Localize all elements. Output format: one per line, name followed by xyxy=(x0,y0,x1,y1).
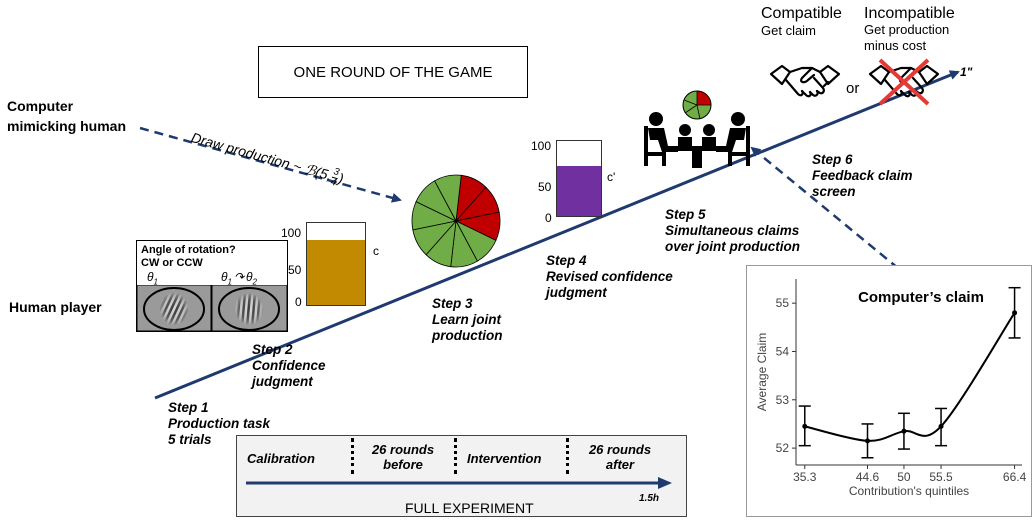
cup1-label: c xyxy=(373,244,379,258)
y-axis-label: Average Claim xyxy=(755,333,769,411)
full-experiment-label: FULL EXPERIMENT xyxy=(405,500,534,516)
phase-intervention: Intervention xyxy=(467,451,542,466)
handshake-icon xyxy=(769,64,841,98)
one-second-label: 1" xyxy=(960,65,973,79)
cup2-label: c' xyxy=(607,170,616,184)
cup2-tick-100: 100 xyxy=(531,139,552,153)
data-point xyxy=(802,423,808,429)
phase-calibration: Calibration xyxy=(247,451,315,466)
compatible-sub: Get claim xyxy=(761,23,816,38)
x-tick-label: 44.6 xyxy=(856,470,880,484)
x-tick-label: 35.3 xyxy=(793,470,817,484)
data-point xyxy=(1012,310,1018,316)
phase-divider-2 xyxy=(454,438,457,474)
experiment-duration: 1.5h xyxy=(639,493,660,504)
incompatible-title: Incompatible xyxy=(864,5,955,22)
theta-label-right: θ1↷θ2 xyxy=(221,270,257,287)
computer-claim-chart: 52 53 54 55 35.3 44.6 50 55.5 66.4Contribution's… xyxy=(755,279,1027,498)
x-tick-label: 66.4 xyxy=(1003,470,1027,484)
data-point xyxy=(865,438,871,444)
cup1-tick-0: 0 xyxy=(295,295,302,309)
y-tick-label: 53 xyxy=(776,393,790,407)
gabor-stimuli xyxy=(137,285,287,331)
x-tick-label: 55.5 xyxy=(929,470,953,484)
experiment-timeline-arrow xyxy=(246,477,672,489)
round-title: ONE ROUND OF THE GAME xyxy=(293,63,493,81)
or-label: or xyxy=(846,80,860,97)
round-title-box: ONE ROUND OF THE GAME xyxy=(258,46,528,98)
cup2-tick-0: 0 xyxy=(545,211,552,225)
meeting-table-icon xyxy=(644,90,750,168)
y-tick-label: 54 xyxy=(776,344,790,358)
compatible-title: Compatible xyxy=(761,5,842,22)
phase-divider-3 xyxy=(566,438,569,474)
chart-title: Computer’s claim xyxy=(858,289,984,306)
full-experiment-box xyxy=(236,435,687,517)
cup2-tick-50: 50 xyxy=(538,180,552,194)
pie-slice-green xyxy=(434,174,462,223)
x-axis-label: Contribution's quintiles xyxy=(849,484,969,498)
round-timeline-arrow xyxy=(154,70,960,400)
phase-divider-1 xyxy=(351,438,354,474)
feedback-arrow xyxy=(750,146,911,279)
y-tick-label: 55 xyxy=(776,296,790,310)
production-task-box: Angle of rotation?CW or CCW θ1 θ1↷θ2 xyxy=(136,240,288,332)
cup1-tick-50: 50 xyxy=(288,263,302,277)
joint-production-pie xyxy=(411,174,501,268)
confidence-cup-1 xyxy=(306,222,366,306)
data-point xyxy=(901,428,907,434)
task-question: Angle of rotation?CW or CCW xyxy=(141,244,236,269)
human-player-label: Human player xyxy=(9,299,102,315)
x-tick-label: 50 xyxy=(897,470,911,484)
computer-claim-chart-frame xyxy=(746,265,1032,517)
theta-label-left: θ1 xyxy=(147,270,158,287)
data-point xyxy=(938,423,944,429)
claim-line xyxy=(804,312,1016,442)
confidence-cup-2 xyxy=(556,140,602,217)
y-tick-label: 52 xyxy=(776,441,790,455)
cup1-fill xyxy=(307,240,365,305)
broken-handshake-icon xyxy=(868,58,940,106)
compatible-outcome: Compatible Get claim xyxy=(761,5,842,39)
computer-label: Computer mimicking human xyxy=(7,98,127,134)
cup1-tick-100: 100 xyxy=(281,226,302,240)
cup2-fill xyxy=(557,165,601,216)
